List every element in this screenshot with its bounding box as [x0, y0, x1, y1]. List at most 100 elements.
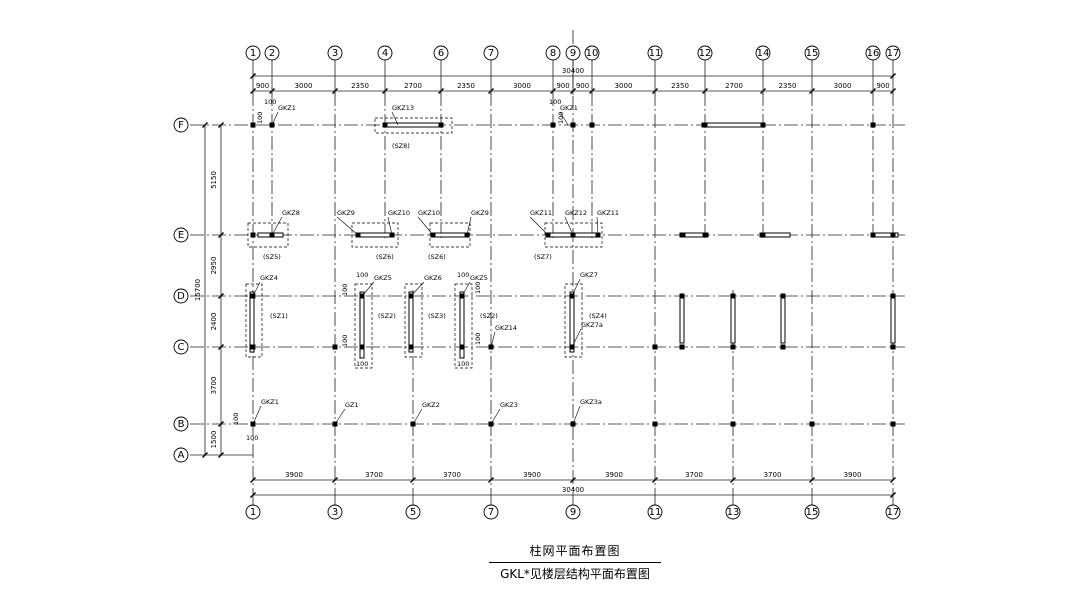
dim-tick	[218, 232, 224, 238]
top-axis-bubble-circle	[804, 45, 820, 61]
bottom-axis-bubble-label: 13	[727, 507, 740, 518]
top-dim-text: 900	[556, 82, 569, 90]
top-dim-text: 3000	[834, 82, 852, 90]
column-marker	[408, 344, 414, 350]
column-label: GKZ12	[565, 209, 587, 217]
column-label: GKZ3	[500, 401, 518, 409]
label-leader	[336, 216, 359, 236]
dim-tick	[250, 477, 256, 483]
dim-tick	[730, 477, 736, 483]
left-dim-text: 2950	[210, 257, 218, 275]
offset-dimension: 100	[356, 271, 368, 279]
column-marker	[459, 344, 465, 350]
left-dim-text: 1500	[210, 431, 218, 449]
bottom-axis-bubble-circle	[804, 504, 820, 520]
top-axis-bubble-circle	[865, 45, 881, 61]
wall-segment	[459, 291, 465, 359]
top-axis-bubble-circle	[483, 45, 499, 61]
top-axis-bubble-circle	[885, 45, 901, 61]
row-axis-bubble-circle	[173, 416, 189, 432]
column-marker	[702, 122, 708, 128]
column-marker	[438, 122, 444, 128]
wall-segment	[679, 295, 685, 344]
top-axis-bubble-circle	[647, 45, 663, 61]
row-axis-bubble-circle	[173, 288, 189, 304]
top-dim-text: 900	[256, 82, 269, 90]
offset-dimension: 100	[557, 112, 565, 124]
bottom-dim-text: 3900	[523, 471, 541, 479]
bottom-axis-bubble-label: 7	[488, 507, 494, 518]
column-label: GKZ9	[337, 209, 355, 217]
row-axis-bubble-label: F	[178, 120, 184, 131]
top-dim-text: 2350	[457, 82, 475, 90]
top-axis-bubble-label: 2	[269, 48, 275, 59]
top-axis-bubble-label: 15	[806, 48, 819, 59]
column-marker	[890, 421, 896, 427]
bottom-axis-bubble-circle	[245, 504, 261, 520]
dim-tick	[570, 477, 576, 483]
column-marker	[780, 344, 786, 350]
top-axis-bubble-circle	[755, 45, 771, 61]
column-label: GKZ10	[388, 209, 410, 217]
column-label: GZ1	[345, 401, 359, 409]
wall-label: (SZ6)	[428, 253, 446, 261]
row-axis-bubble-label: A	[178, 450, 185, 461]
bottom-axis-bubble-circle	[405, 504, 421, 520]
label-leader	[271, 111, 279, 126]
wall-group-box	[354, 283, 373, 369]
top-dim-text: 3000	[513, 82, 531, 90]
column-marker	[359, 344, 365, 350]
left-dim-text: 3700	[210, 377, 218, 395]
column-label: GKZ11	[597, 209, 619, 217]
top-axis-bubble-circle	[245, 45, 261, 61]
top-axis-bubble-circle	[327, 45, 343, 61]
top-axis-bubble-label: 6	[438, 48, 444, 59]
top-axis-bubble-label: 11	[649, 48, 662, 59]
wall-label: (SZ2)	[480, 312, 498, 320]
label-leader	[571, 328, 582, 348]
left-total-text: 15700	[194, 279, 202, 301]
column-marker	[679, 344, 685, 350]
column-label: GKZ7	[580, 271, 598, 279]
wall-label: (SZ1)	[270, 312, 288, 320]
column-marker	[809, 421, 815, 427]
label-leader	[529, 216, 549, 236]
offset-dimension: 100	[256, 112, 264, 124]
top-axis-bubble-circle	[584, 45, 600, 61]
offset-dimension: 100	[341, 284, 349, 296]
top-axis-bubble-label: 12	[699, 48, 712, 59]
column-label: GKZ4	[260, 274, 278, 282]
offset-dimension: 100	[246, 434, 258, 442]
drawing-subtitle: GKL*见楼层结构平面布置图	[500, 567, 650, 581]
wall-segment	[569, 291, 575, 353]
column-marker	[382, 122, 388, 128]
column-marker	[570, 122, 576, 128]
column-label: GKZ3a	[580, 398, 602, 406]
column-label: GKZ5	[470, 274, 488, 282]
wall-segment	[408, 291, 414, 353]
label-leader	[490, 408, 501, 425]
column-label: GKZ1	[278, 104, 296, 112]
top-dim-text: 900	[576, 82, 589, 90]
bottom-axis-bubble-label: 11	[649, 507, 662, 518]
wall-segment	[759, 232, 791, 238]
bottom-dim-text: 3900	[285, 471, 303, 479]
column-label: GKZ1	[560, 104, 578, 112]
row-axis-bubble-label: C	[178, 342, 185, 353]
row-axis-bubble-label: D	[177, 291, 185, 302]
top-axis-bubble-label: 8	[550, 48, 556, 59]
dim-tick	[890, 73, 896, 79]
wall-segment	[679, 232, 709, 238]
dim-tick	[218, 421, 224, 427]
wall-segment	[730, 295, 736, 344]
left-dim-text: 2400	[210, 313, 218, 331]
column-marker	[250, 122, 256, 128]
top-axis-bubble-label: 10	[586, 48, 599, 59]
column-marker	[780, 293, 786, 299]
wall-group-box	[245, 283, 263, 358]
column-marker	[730, 421, 736, 427]
column-marker	[730, 293, 736, 299]
dim-tick	[218, 293, 224, 299]
top-dim-text: 3000	[295, 82, 313, 90]
